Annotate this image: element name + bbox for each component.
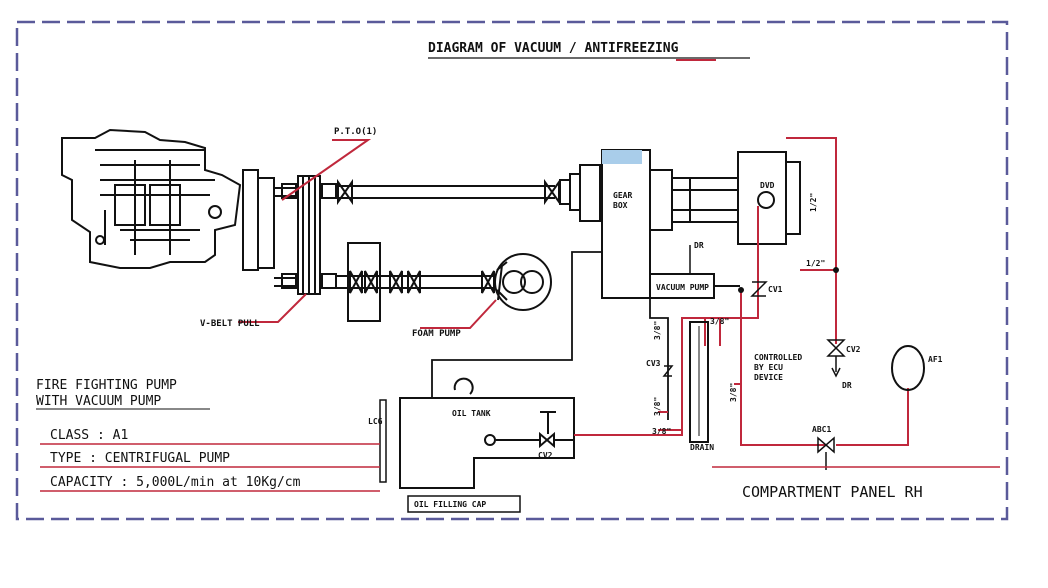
v-belt-pulley (281, 175, 337, 295)
junction-dot-2 (738, 287, 744, 293)
pipe-size-half-vertical: 1/2" (809, 193, 818, 212)
oil-tank (399, 377, 575, 489)
pipe-size-3-8-c: 3/8" (653, 397, 662, 416)
upper-drive-shaft (274, 164, 601, 222)
foam-pump (494, 253, 552, 311)
pto-unit (257, 177, 275, 269)
oil-tank-label: OIL TANK (452, 409, 491, 418)
lcg-label: LCG (368, 417, 383, 426)
control-device-line-3: DEVICE (754, 373, 783, 382)
compartment-panel-label: COMPARTMENT PANEL RH (742, 483, 923, 501)
gear-box-highlight (602, 150, 642, 164)
legend-class: CLASS : A1 (50, 428, 128, 443)
oil-tank-valve-label: CV2 (538, 451, 553, 460)
valve-cv2 (826, 339, 846, 378)
valve-cv2-label: CV2 (846, 345, 861, 354)
pipe-size-3-8-a: 3/8" (653, 321, 662, 340)
main-pump-cover (785, 161, 801, 235)
junction-dot-1 (833, 267, 839, 273)
pipe-size-3-8-b: 3/8" (710, 317, 729, 326)
control-device-line-2: BY ECU (754, 363, 783, 372)
oil-lines (431, 251, 669, 420)
main-pump-body (737, 151, 787, 245)
oil-filling-cap-box (407, 495, 521, 513)
dvd-label: DVD (760, 181, 775, 190)
red-pipe-network (238, 137, 909, 446)
lcg-gauge (379, 399, 387, 483)
foam-pump-label: FOAM PUMP (412, 329, 461, 339)
diagram-title: DIAGRAM OF VACUUM / ANTIFREEZING (428, 41, 679, 56)
valve-cv3 (662, 365, 674, 377)
valve-cv3-label: CV3 (646, 359, 661, 368)
pipe-size-half-horizontal: 1/2" (806, 259, 825, 268)
legend-heading-2: WITH VACUUM PUMP (36, 394, 161, 409)
engine (61, 128, 242, 269)
air-tank (891, 345, 925, 391)
legend-capacity: CAPACITY : 5,000L/min at 10Kg/cm (50, 475, 301, 490)
air-tank-label: AF1 (928, 355, 943, 364)
valve-abc1 (817, 436, 835, 470)
gear-box-label-2: BOX (613, 201, 628, 210)
control-device-line-1: CONTROLLED (754, 353, 802, 362)
lower-drive-shaft (274, 242, 495, 322)
v-belt-label: V-BELT PULL (200, 319, 260, 329)
valve-cv1 (750, 281, 768, 297)
valve-abc1-label: ABC1 (812, 425, 831, 434)
drain-label: DRAIN (690, 443, 714, 452)
diagram-frame (15, 20, 1009, 521)
filter-column (689, 321, 709, 443)
dr-top-label: DR (694, 241, 704, 250)
pipe-size-3-8-d: 3/8" (729, 383, 738, 402)
dr-bottom-label: DR (842, 381, 852, 390)
dvd-port (757, 191, 775, 209)
gear-box (601, 149, 651, 299)
pipe-size-3-8-e: 3/8" (652, 427, 671, 436)
pto-label: P.T.O(1) (334, 127, 377, 137)
pto-housing (242, 169, 259, 271)
oil-filling-cap-label: OIL FILLING CAP (414, 500, 486, 509)
valve-cv1-label: CV1 (768, 285, 783, 294)
legend-heading-1: FIRE FIGHTING PUMP (36, 378, 177, 393)
gear-box-label-1: GEAR (613, 191, 632, 200)
legend-type: TYPE : CENTRIFUGAL PUMP (50, 451, 230, 466)
vacuum-pump-label: VACUUM PUMP (656, 283, 709, 292)
main-pump-shaft (649, 169, 738, 231)
